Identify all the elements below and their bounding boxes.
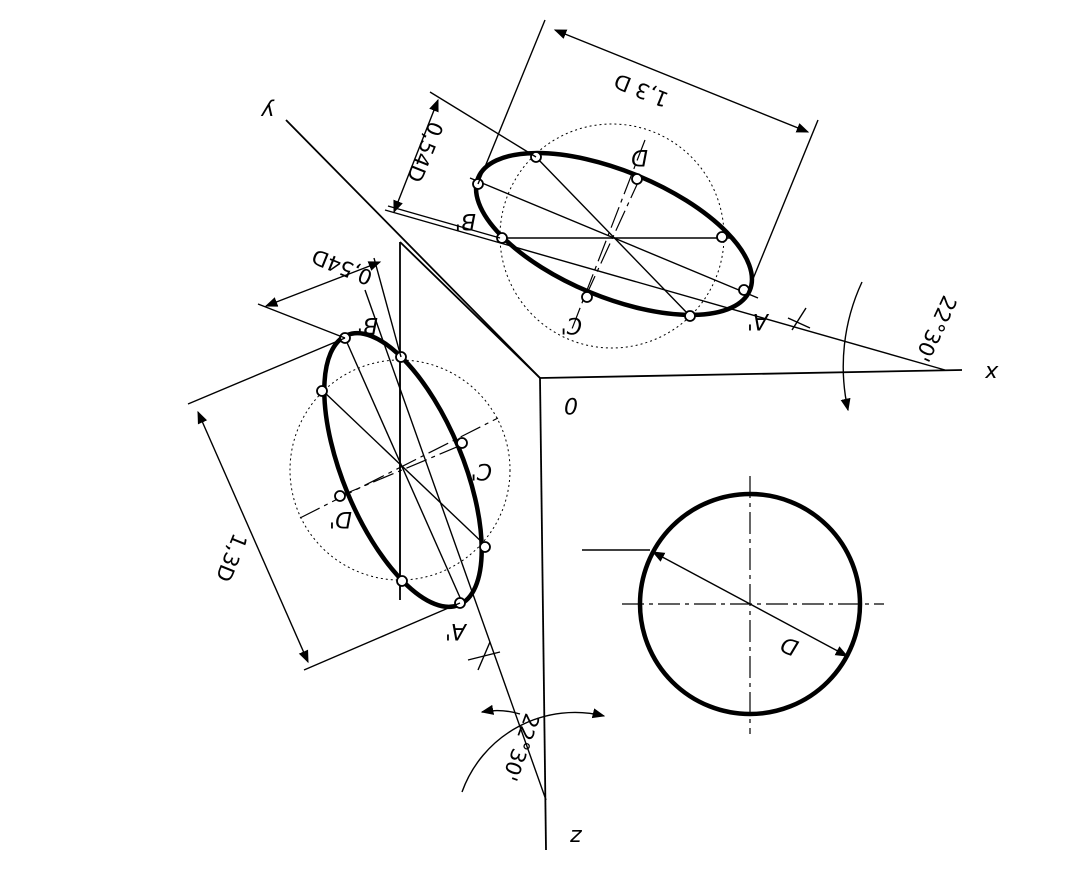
left-major-dimension-line xyxy=(197,410,309,664)
top-point xyxy=(716,231,728,243)
left-diameter-2 xyxy=(321,389,487,547)
top-dim-ext-1 xyxy=(477,19,546,185)
y-axis xyxy=(285,119,541,379)
z-angle-arc xyxy=(461,708,606,793)
z-tick-mark-2 xyxy=(477,641,491,671)
left-label-c: C' xyxy=(471,458,492,483)
top-ellipse-group: 1,3 D 0,54D A' B' C' D xyxy=(387,19,819,349)
left-point xyxy=(316,385,328,397)
top-point xyxy=(496,232,508,244)
z-axis-label: z xyxy=(570,824,583,849)
left-ellipse-group: 1,3D 0,54D A' B' C' D' xyxy=(187,244,511,671)
axes-group xyxy=(285,119,963,851)
top-diameter-2 xyxy=(534,155,691,317)
left-label-b: B' xyxy=(357,312,378,337)
left-minor-axis xyxy=(299,417,499,519)
y-axis-label: y xyxy=(260,98,275,123)
labels-group: x y z 0 22°30' 22°30' xyxy=(260,98,999,849)
left-point xyxy=(396,575,408,587)
top-label-d: D xyxy=(631,144,648,169)
left-minor-dim-label: 0,54D xyxy=(309,244,376,290)
top-label-c: C' xyxy=(561,312,582,337)
construction-lines xyxy=(364,209,946,801)
left-dim-ext-1 xyxy=(187,337,346,405)
z-axis xyxy=(539,377,547,851)
left-label-a: A' xyxy=(445,618,468,643)
top-major-dim-label: 1,3 D xyxy=(611,68,672,111)
x-angle-label: 22°30' xyxy=(910,292,961,365)
top-minor-axis xyxy=(569,139,646,335)
left-label-d: D' xyxy=(329,506,352,531)
angle-arcs xyxy=(461,281,863,793)
top-dim-ext-2 xyxy=(745,119,819,297)
top-point xyxy=(684,310,696,322)
top-label-a: A' xyxy=(747,308,770,333)
top-minor-dimension-line xyxy=(393,98,439,214)
z-angle-arc-start xyxy=(480,704,521,715)
x-tick-mark xyxy=(787,317,811,329)
left-major-dim-label: 1,3D xyxy=(211,530,252,585)
frame-top-edge xyxy=(399,241,541,379)
left-major-axis xyxy=(344,337,463,603)
top-point xyxy=(631,173,643,185)
left-point xyxy=(334,490,346,502)
top-minor-ext-1 xyxy=(429,91,537,158)
top-point xyxy=(581,291,593,303)
left-minor-ext-2 xyxy=(373,257,402,358)
top-diameter-3 xyxy=(584,177,641,299)
x-axis xyxy=(539,369,963,379)
top-label-b: B' xyxy=(455,208,476,233)
circle-diameter-line xyxy=(651,551,849,657)
left-diameter-3 xyxy=(339,443,465,497)
circle-group: D xyxy=(582,476,884,734)
circle-dim-label: D xyxy=(778,631,802,660)
z-construction-line xyxy=(364,289,547,801)
x-angle-arc xyxy=(840,281,863,412)
left-dim-ext-2 xyxy=(303,602,461,671)
left-minor-ext-1 xyxy=(257,303,346,339)
left-point xyxy=(479,541,491,553)
origin-label: 0 xyxy=(564,392,578,417)
x-tick-mark-2 xyxy=(791,307,807,331)
x-axis-label: x xyxy=(984,360,999,385)
top-major-dimension-line xyxy=(553,29,810,133)
left-point xyxy=(456,437,468,449)
left-minor-dimension-line xyxy=(264,261,382,307)
top-minor-dim-label: 0,54D xyxy=(402,118,448,185)
